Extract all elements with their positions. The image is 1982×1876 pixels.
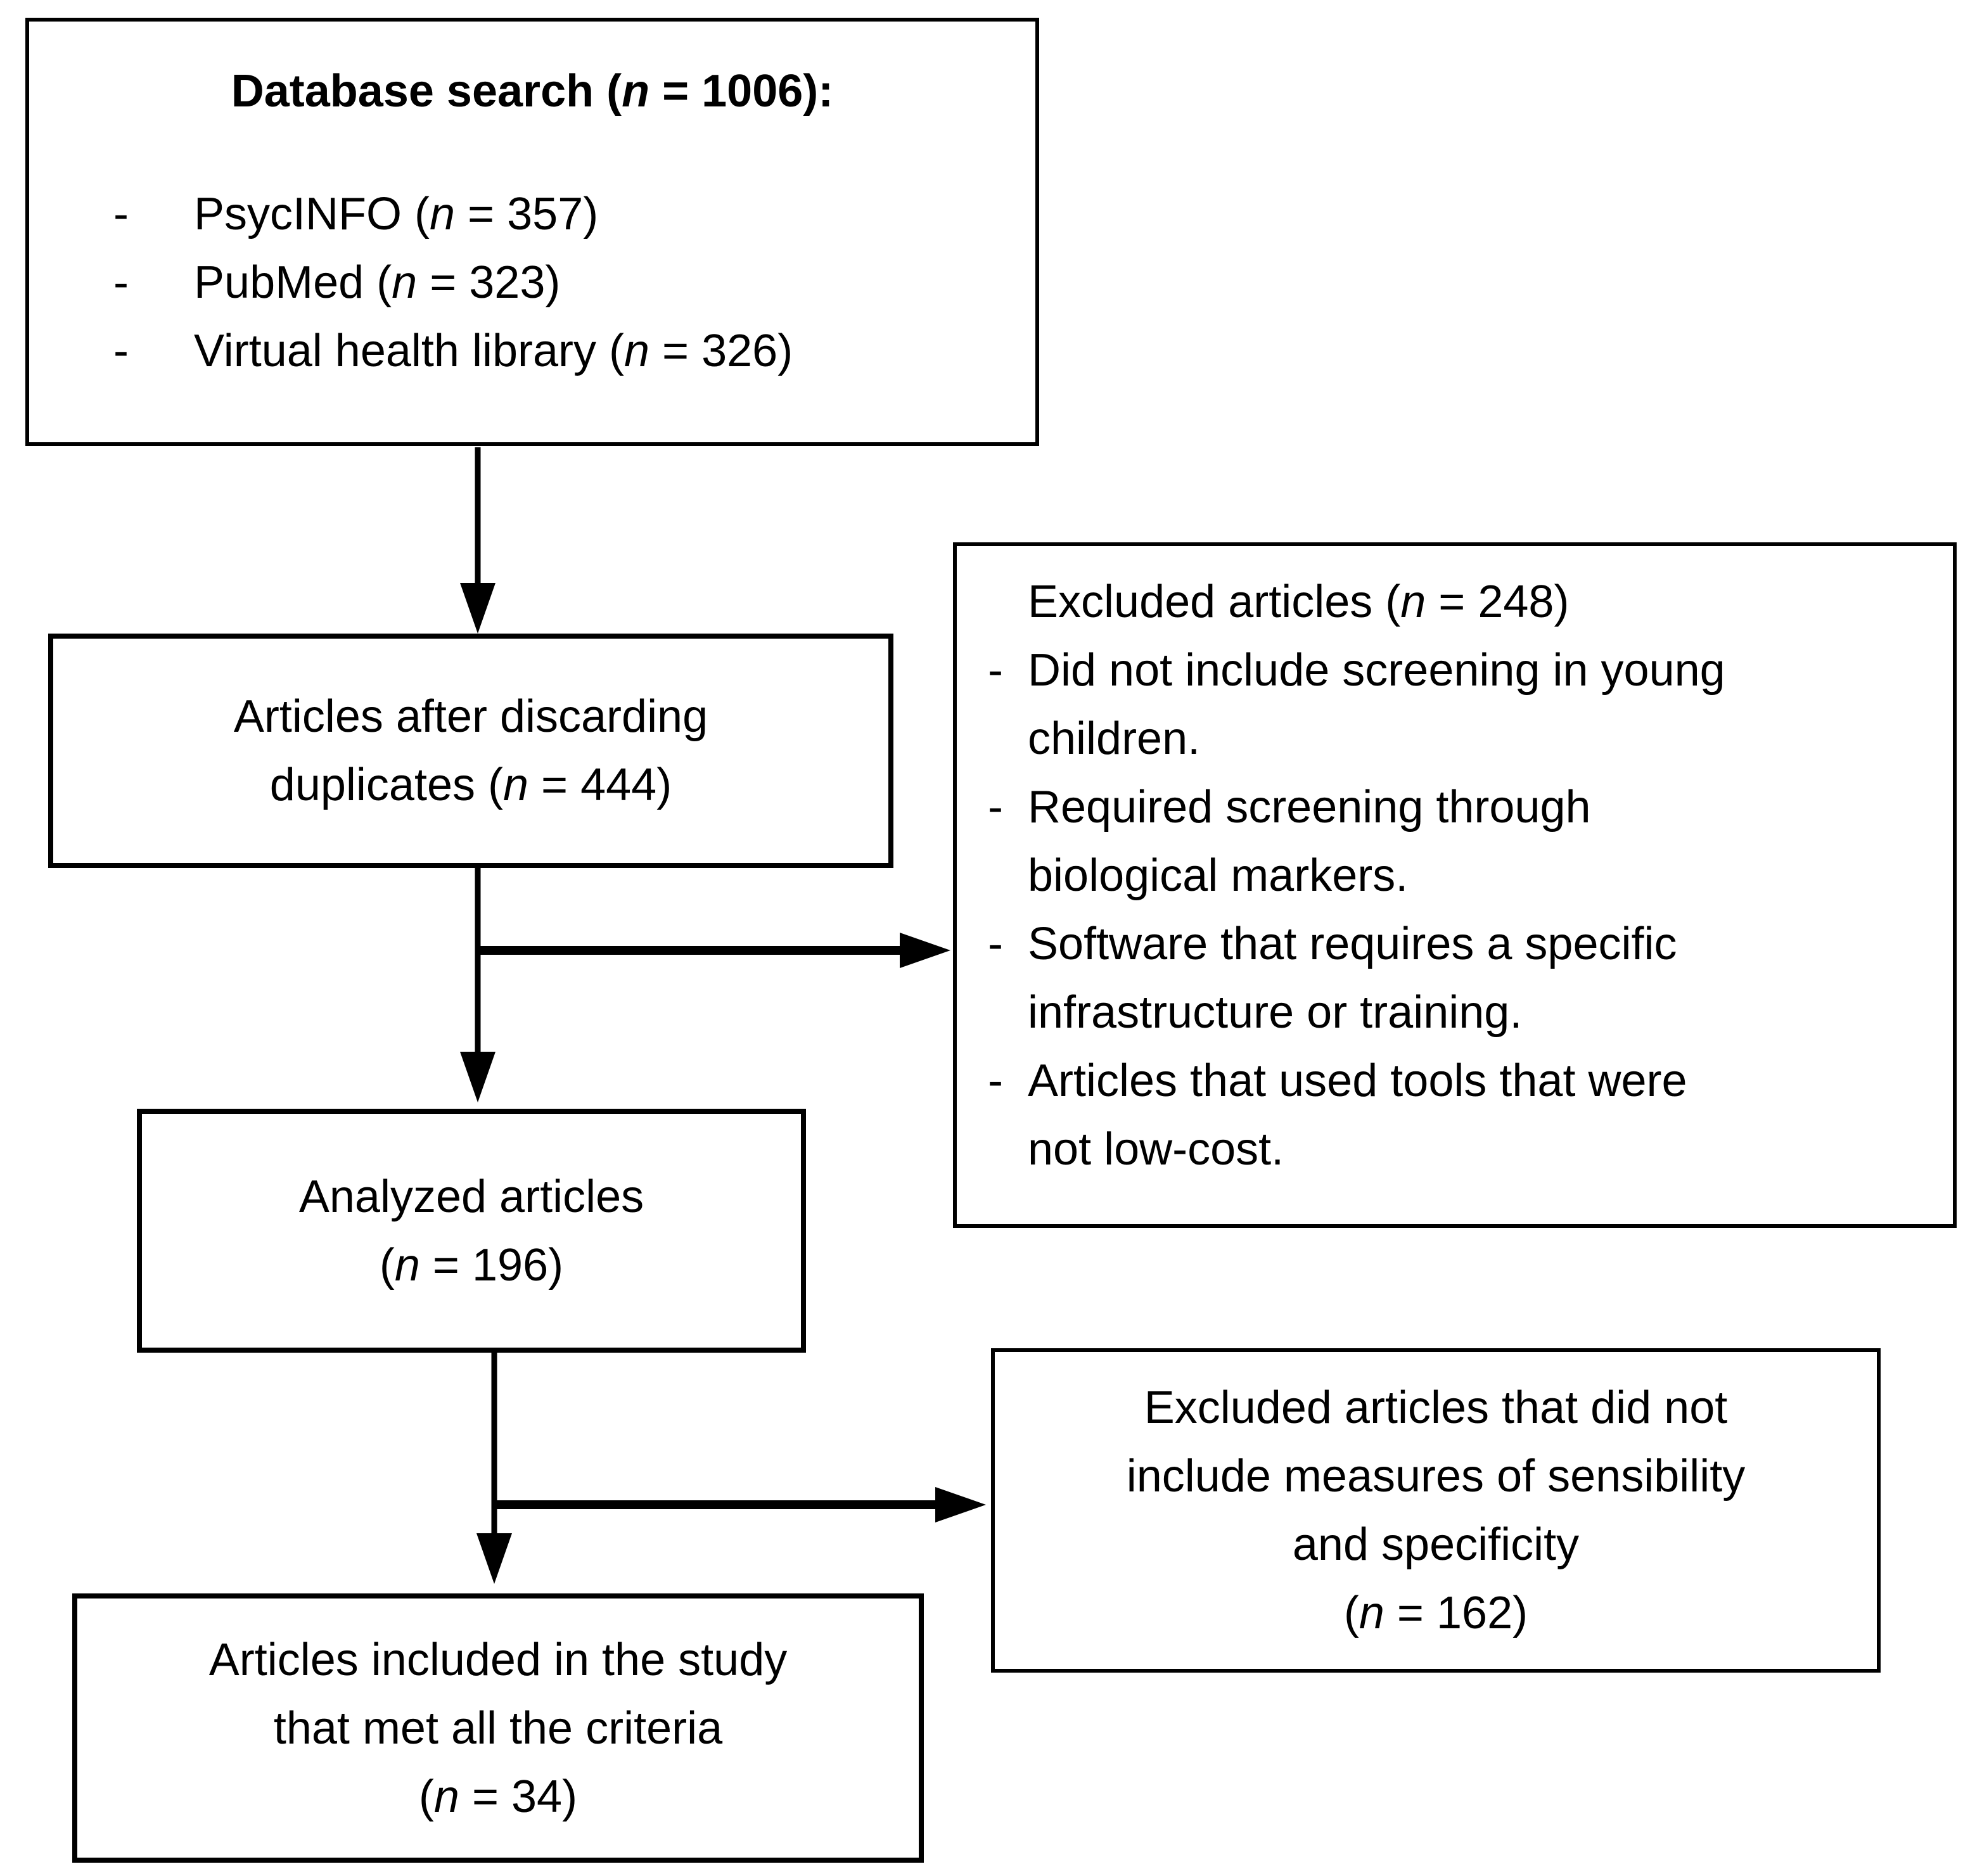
text-line: Required screening through [1028, 782, 1591, 833]
bullet-item: -Did not include screening in young child… [988, 636, 1934, 773]
after-duplicates-text: Articles after discarding duplicates (n =… [234, 682, 708, 819]
text-line: Did not include screening in young [1028, 645, 1725, 696]
dash-marker: - [988, 919, 1003, 969]
excluded-articles-title: Excluded articles (n = 248) [1028, 577, 1570, 627]
dash-marker: - [113, 189, 129, 239]
text-line: Virtual health library (n = 326) [194, 326, 793, 376]
bullet-item: -Required screening through biological ma… [988, 773, 1934, 910]
dash-marker: - [988, 782, 1003, 833]
dash-marker: - [113, 257, 129, 308]
text-line: Articles that used tools that were [1028, 1056, 1687, 1106]
text-line: children. [1028, 713, 1201, 764]
text-line: Articles included in the study [208, 1634, 788, 1685]
arrow-down-1-head [460, 583, 496, 634]
bullet-item: - PsycINFO (n = 357) [54, 180, 1010, 248]
excluded-measures-text: Excluded articles that did not include me… [1127, 1374, 1745, 1647]
arrow-right-1-head [900, 933, 950, 968]
included-articles-text: Articles included in the study that met a… [209, 1626, 787, 1831]
analyzed-articles-box: Analyzed articles (n = 196) [137, 1109, 806, 1353]
database-search-box: Database search (n = 1006): - PsycINFO (n… [25, 18, 1039, 446]
text-line: Software that requires a specific [1028, 919, 1677, 969]
bullet-item: - Virtual health library (n = 326) [54, 317, 1010, 385]
database-search-list: - PsycINFO (n = 357) - PubMed (n = 323) - Vir… [54, 180, 1010, 385]
arrow-down-2-head [460, 1052, 496, 1102]
bullet-item: - PubMed (n = 323) [54, 248, 1010, 317]
text-line: include measures of sensibility [1126, 1451, 1746, 1502]
arrow-down-3-head [476, 1533, 512, 1584]
bullet-text: Articles that used tools that were not lo… [1028, 1047, 1934, 1184]
bullet-text: PsycINFO (n = 357) [194, 180, 1010, 248]
dash-marker: - [988, 1056, 1003, 1106]
bullet-text: Virtual health library (n = 326) [194, 317, 1010, 385]
database-search-title: Database search (n = 1006): [231, 66, 834, 117]
text-line: biological markers. [1028, 850, 1409, 901]
arrow-right-2-head [935, 1487, 986, 1522]
bullet-text: Required screening through biological mar… [1028, 773, 1934, 910]
text-line: infrastructure or training. [1028, 987, 1523, 1038]
bullet-text: Software that requires a specific infrast… [1028, 910, 1934, 1047]
text-line: (n = 162) [1343, 1588, 1528, 1638]
text-line: Articles after discarding [233, 691, 708, 742]
text-line: duplicates (n = 444) [269, 760, 672, 810]
included-articles-box: Articles included in the study that met a… [72, 1593, 924, 1863]
analyzed-articles-text: Analyzed articles (n = 196) [299, 1163, 644, 1299]
text-line: Excluded articles that did not [1144, 1382, 1728, 1433]
text-line: Analyzed articles [298, 1171, 644, 1222]
text-line: not low-cost. [1028, 1124, 1284, 1175]
bullet-text: Did not include screening in young childr… [1028, 636, 1934, 773]
excluded-articles-box: Excluded articles (n = 248) -Did not inc… [953, 542, 1957, 1228]
text-line: and specificity [1292, 1519, 1580, 1570]
dash-marker: - [988, 645, 1003, 696]
text-line: that met all the criteria [273, 1702, 723, 1754]
bullet-text: PubMed (n = 323) [194, 248, 1010, 317]
text-line: PubMed (n = 323) [194, 257, 561, 308]
text-line: (n = 34) [418, 1771, 578, 1822]
dash-marker: - [113, 326, 129, 376]
excluded-measures-box: Excluded articles that did not include me… [991, 1348, 1881, 1673]
text-line: PsycINFO (n = 357) [194, 189, 599, 239]
text-line: (n = 196) [379, 1239, 564, 1291]
after-duplicates-box: Articles after discarding duplicates (n =… [48, 634, 893, 868]
bullet-item: -Articles that used tools that were not l… [988, 1047, 1934, 1184]
bullet-item: -Software that requires a specific infras… [988, 910, 1934, 1047]
